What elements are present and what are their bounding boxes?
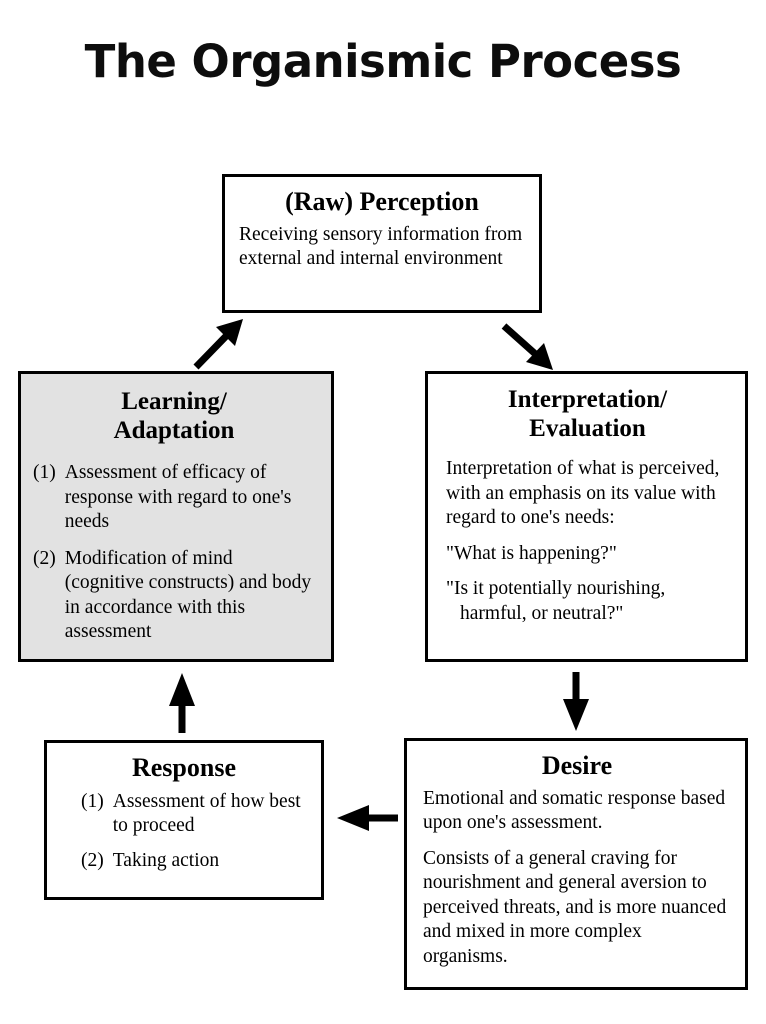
list-item-text: Assessment of how best to proceed — [112, 790, 301, 837]
page-title: The Organismic Process — [84, 35, 682, 88]
arrow-learning-to-perception-icon — [193, 319, 243, 370]
box-learning-adaptation-title-line2: Adaptation — [113, 416, 235, 444]
list-item: (2) Modification of mind (cognitive cons… — [33, 547, 315, 645]
list-item-marker: (2) — [33, 547, 56, 569]
box-interpretation-evaluation-question-1: "What is happening?" — [446, 542, 617, 564]
list-item: (1) Assessment of how best to proceed — [81, 790, 309, 839]
box-desire: Desire Emotional and somatic response ba… — [404, 738, 748, 990]
box-raw-perception: (Raw) Perception Receiving sensory infor… — [222, 174, 542, 313]
box-learning-adaptation: Learning/ Adaptation (1) Assessment of e… — [18, 371, 334, 662]
list-item-marker: (2) — [81, 849, 104, 871]
box-learning-adaptation-title-line1: Learning/ — [121, 388, 227, 415]
box-interpretation-evaluation-paragraph: Interpretation of what is perceived, wit… — [446, 458, 720, 529]
box-response: Response (1) Assessment of how best to p… — [44, 740, 324, 900]
box-learning-adaptation-title: Learning/ Adaptation — [33, 388, 315, 445]
box-desire-paragraph-1: Emotional and somatic response based upo… — [423, 787, 726, 834]
box-response-list: (1) Assessment of how best to proceed (2… — [59, 790, 309, 874]
list-item-text: Taking action — [112, 849, 220, 871]
box-desire-paragraph-2: Consists of a general craving for nouris… — [423, 847, 727, 967]
box-interpretation-evaluation-title-line1: Interpretation/ — [507, 386, 668, 413]
box-interpretation-evaluation-title: Interpretation/ Evaluation — [446, 386, 729, 443]
arrow-desire-to-response-icon — [337, 805, 398, 831]
box-response-title: Response — [131, 753, 236, 782]
box-raw-perception-body: Receiving sensory information from exter… — [239, 223, 523, 270]
box-interpretation-evaluation-question-2: "Is it potentially nourishing, harmful, … — [446, 578, 666, 624]
box-learning-adaptation-list: (1) Assessment of efficacy of response w… — [33, 461, 315, 645]
box-desire-title: Desire — [541, 751, 613, 780]
list-item-text: Assessment of efficacy of response with … — [64, 462, 292, 533]
box-interpretation-evaluation: Interpretation/ Evaluation Interpretatio… — [425, 371, 748, 662]
arrow-response-to-learning-icon — [169, 673, 195, 733]
list-item-marker: (1) — [81, 790, 104, 812]
box-raw-perception-title: (Raw) Perception — [285, 187, 479, 216]
arrow-interpretation-to-desire-icon — [563, 672, 589, 731]
list-item: (1) Assessment of efficacy of response w… — [33, 461, 315, 535]
box-interpretation-evaluation-title-line2: Evaluation — [529, 414, 646, 442]
arrow-perception-to-interpretation-icon — [501, 323, 553, 370]
list-item-marker: (1) — [33, 462, 56, 483]
list-item: (2) Taking action — [81, 849, 309, 874]
list-item-text: Modification of mind (cognitive construc… — [64, 547, 312, 643]
